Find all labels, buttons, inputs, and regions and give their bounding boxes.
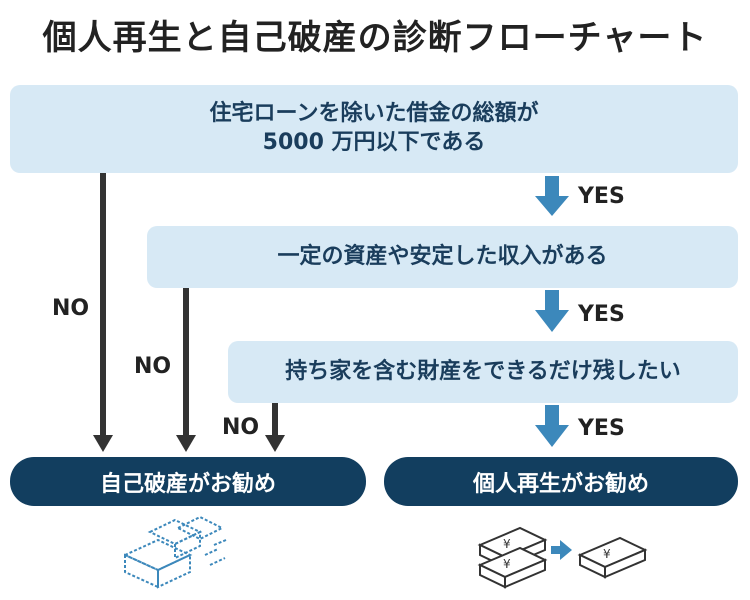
yes-label-3: YES [578,416,625,441]
svg-text:¥: ¥ [503,537,511,551]
no-label-1: NO [52,296,90,321]
yes-arrow-2 [535,290,569,332]
result-rehabilitation-label: 個人再生がお勧め [472,471,649,497]
result-bankruptcy: 自己破産がお勧め [10,457,366,506]
svg-text:¥: ¥ [503,557,511,571]
yes-arrow-3 [535,405,569,447]
no-arrow-3 [265,403,285,452]
svg-text:¥: ¥ [603,547,611,561]
no-arrow-1 [93,173,113,452]
question-1-line1: 住宅ローンを除いた借金の総額が [209,101,539,127]
chart-title: 個人再生と自己破産の診断フローチャート [42,18,708,58]
transfer-arrow-icon [551,540,572,560]
no-arrow-2 [176,288,196,452]
money-stack-large-icon: ¥ ¥ [477,526,548,589]
no-label-2: NO [134,354,172,379]
question-1-box: 住宅ローンを除いた借金の総額が 5000 万円以下である [10,85,738,173]
yes-label-2: YES [578,302,625,327]
question-3-box: 持ち家を含む財産をできるだけ残したい [228,341,738,403]
result-bankruptcy-label: 自己破産がお勧め [99,471,276,497]
result-rehabilitation: 個人再生がお勧め [384,457,738,506]
question-2-text: 一定の資産や安定した収入がある [277,243,608,269]
yes-label-1: YES [578,184,625,209]
question-1-line2: 5000 万円以下である [262,130,486,155]
yes-arrow-1 [535,176,569,216]
no-label-3: NO [222,415,260,440]
money-stack-small-icon: ¥ [577,536,648,579]
question-3-text: 持ち家を含む財産をできるだけ残したい [285,358,681,384]
crumbling-blocks-icon [122,515,227,589]
question-2-box: 一定の資産や安定した収入がある [147,226,738,288]
